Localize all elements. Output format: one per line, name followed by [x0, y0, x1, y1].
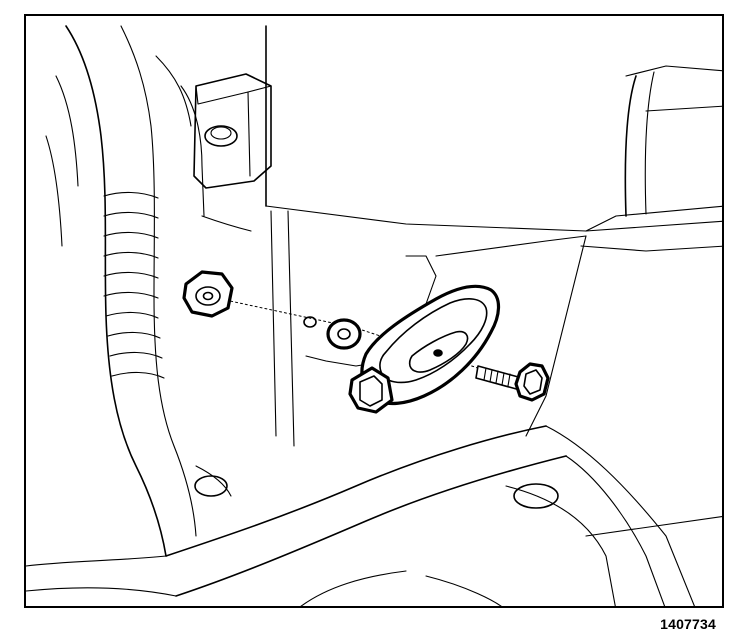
exploded-view-illustration — [26, 25, 722, 606]
figure-number: 1407734 — [660, 616, 716, 632]
upper-mount-block — [193, 73, 272, 189]
sensor-module — [348, 284, 501, 414]
mounting-hole — [303, 316, 317, 328]
lower-frame-rail — [26, 425, 722, 606]
left-structure — [45, 25, 252, 557]
body-panel — [265, 25, 722, 447]
bolt-part — [475, 362, 550, 402]
illustration-frame — [24, 14, 724, 608]
washer-part — [326, 318, 362, 350]
nut-part — [182, 270, 234, 318]
